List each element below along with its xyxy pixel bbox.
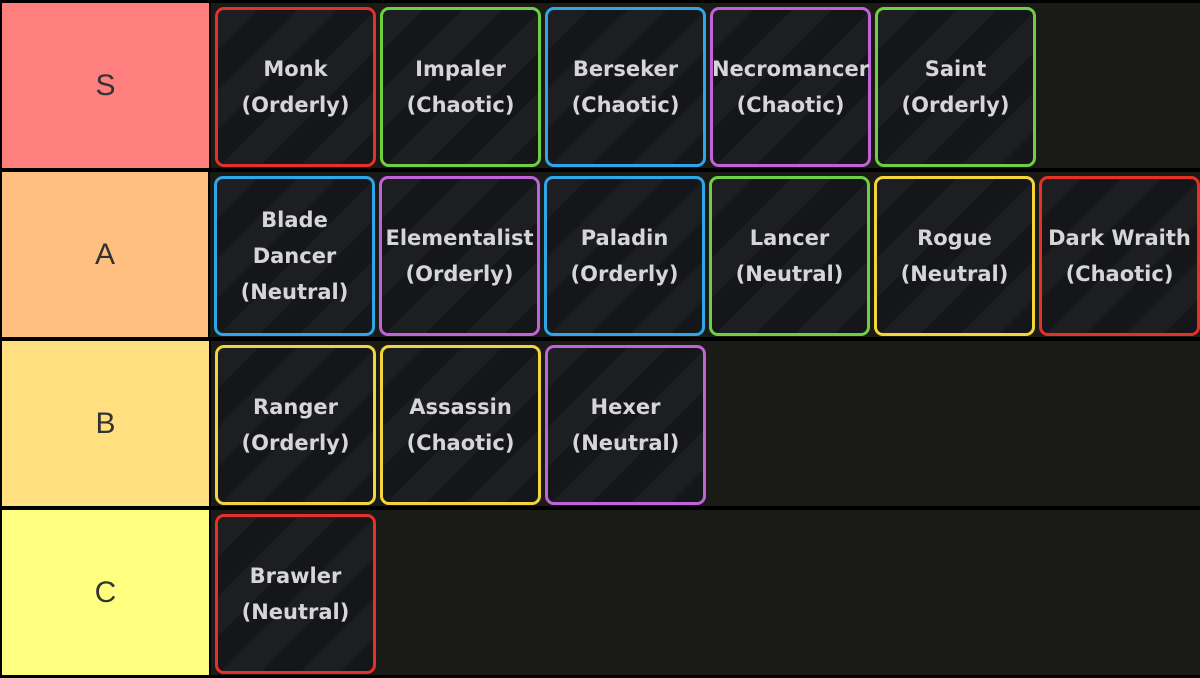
tier-items-dropzone[interactable]: Blade Dancer (Neutral) Elementalist (Orderl… (210, 172, 1200, 337)
item-name: Rogue (917, 226, 992, 250)
item-alignment: (Chaotic) (571, 93, 680, 117)
item-name: Assassin (409, 395, 512, 419)
tier-label[interactable]: B (2, 341, 209, 506)
item-alignment: (Chaotic) (1065, 262, 1174, 286)
item-alignment: (Neutral) (571, 431, 680, 455)
tier-item-card[interactable]: Hexer (Neutral) (545, 345, 706, 505)
tier-item-card[interactable]: Berseker (Chaotic) (545, 7, 706, 167)
item-name: Necromancer (711, 57, 870, 81)
tier-item-card[interactable]: Rogue (Neutral) (874, 176, 1035, 336)
tier-label[interactable]: C (2, 510, 209, 675)
item-alignment: (Chaotic) (406, 93, 515, 117)
item-alignment: (Chaotic) (736, 93, 845, 117)
tier-item-card[interactable]: Dark Wraith (Chaotic) (1039, 176, 1200, 336)
tier-label[interactable]: A (2, 172, 208, 337)
tier-item-card[interactable]: Saint (Orderly) (875, 7, 1036, 167)
item-alignment: (Orderly) (901, 93, 1010, 117)
item-name: Elementalist (385, 226, 534, 250)
item-name: Paladin (580, 226, 669, 250)
tier-item-card[interactable]: Brawler (Neutral) (215, 514, 376, 674)
tier-item-card[interactable]: Paladin (Orderly) (544, 176, 705, 336)
item-name: Impaler (415, 57, 506, 81)
item-name: Ranger (253, 395, 338, 419)
tier-items-dropzone[interactable]: Brawler (Neutral) (211, 510, 1200, 675)
tier-item-card[interactable]: Necromancer (Chaotic) (710, 7, 871, 167)
item-name: Hexer (590, 395, 661, 419)
tier-items-dropzone[interactable]: Ranger (Orderly) Assassin (Chaotic) Hexer (Ne… (211, 341, 1200, 506)
tier-item-card[interactable]: Impaler (Chaotic) (380, 7, 541, 167)
item-name: Lancer (749, 226, 830, 250)
item-name: Dark Wraith (1048, 226, 1191, 250)
tier-item-card[interactable]: Ranger (Orderly) (215, 345, 376, 505)
tier-item-card[interactable]: Elementalist (Orderly) (379, 176, 540, 336)
item-alignment: (Neutral) (900, 262, 1009, 286)
item-alignment: (Neutral) (735, 262, 844, 286)
tier-row-b: B Ranger (Orderly) Assassin (Chaotic) Hexer (N… (2, 341, 1200, 506)
item-name: Brawler (249, 564, 342, 588)
tier-items-dropzone[interactable]: Monk (Orderly) Impaler (Chaotic) Berseker (Ch… (211, 3, 1200, 168)
item-alignment: (Neutral) (241, 600, 350, 624)
tier-label[interactable]: S (2, 3, 209, 168)
tier-row-c: C Brawler (Neutral) (2, 510, 1200, 675)
tier-item-card[interactable]: Lancer (Neutral) (709, 176, 870, 336)
tier-row-a: A Blade Dancer (Neutral) Elementalist (Order… (2, 172, 1200, 337)
tier-item-card[interactable]: Monk (Orderly) (215, 7, 376, 167)
item-alignment: (Orderly) (570, 262, 679, 286)
item-alignment: (Orderly) (405, 262, 514, 286)
item-alignment: (Chaotic) (406, 431, 515, 455)
item-name: Saint (924, 57, 987, 81)
item-alignment: (Orderly) (241, 93, 350, 117)
item-name: Berseker (572, 57, 679, 81)
item-alignment: (Orderly) (241, 431, 350, 455)
tier-item-card[interactable]: Blade Dancer (Neutral) (214, 176, 375, 336)
tier-row-s: S Monk (Orderly) Impaler (Chaotic) Berseker (C… (2, 3, 1200, 168)
item-name: Monk (263, 57, 328, 81)
tier-item-card[interactable]: Assassin (Chaotic) (380, 345, 541, 505)
item-name: Blade Dancer (252, 208, 337, 268)
item-alignment: (Neutral) (240, 280, 349, 304)
